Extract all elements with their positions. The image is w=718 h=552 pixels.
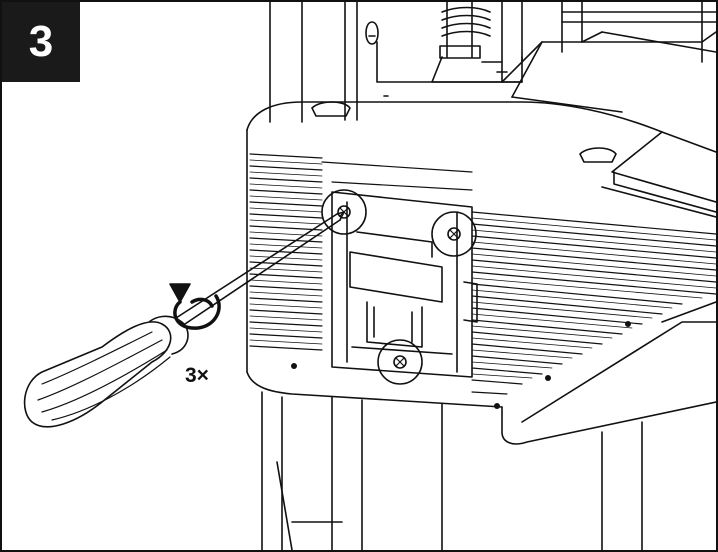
projector-housing — [246, 95, 716, 408]
vent-louvers — [249, 153, 716, 395]
screw-bottom — [377, 339, 423, 385]
screw-top-right — [431, 211, 477, 257]
mounting-bracket — [331, 191, 478, 378]
screwdriver-icon — [23, 211, 345, 428]
mount-arm — [376, 31, 716, 113]
height-adjust-spring — [431, 2, 523, 83]
projector-base — [261, 301, 716, 550]
step-number-badge: 3 — [2, 2, 80, 82]
wall-plate — [269, 2, 716, 123]
housing-screws — [291, 321, 631, 409]
screw-count-label: 3× — [185, 364, 209, 387]
rotate-counterclockwise-arrow-icon — [169, 283, 221, 330]
